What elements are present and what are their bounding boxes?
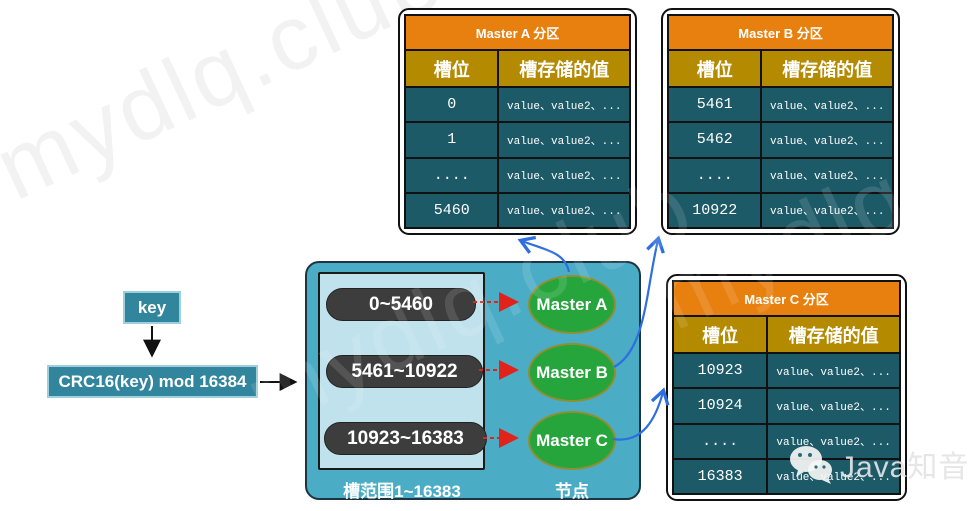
slot-range-pill: 0~5460 — [326, 288, 476, 321]
slot-cell: 5462 — [669, 123, 761, 157]
slot-cell: .... — [669, 158, 761, 192]
value-cell: value、value2、... — [499, 193, 629, 227]
value-cell: value、value2、... — [762, 123, 892, 157]
slot-range-caption: 槽范围1~16383 — [343, 482, 461, 501]
value-cell: value、value2、... — [499, 158, 629, 192]
slot-ranges-panel: 0~5460 5461~10922 10923~16383 — [318, 272, 487, 470]
column-header-values: 槽存储的值 — [499, 51, 629, 86]
slot-cell: 5460 — [406, 193, 498, 227]
key-box: key — [123, 291, 181, 324]
column-header-slot: 槽位 — [674, 317, 767, 352]
master-c-partition-table: Master C 分区 槽位 槽存储的值 10923 value、value2、… — [666, 274, 907, 501]
column-header-slot: 槽位 — [406, 51, 498, 86]
master-b-partition-table: Master B 分区 槽位 槽存储的值 5461 value、value2、.… — [661, 8, 900, 235]
value-cell: value、value2、... — [768, 354, 899, 388]
column-header-slot: 槽位 — [669, 51, 761, 86]
slot-range-pill: 5461~10922 — [326, 355, 483, 388]
column-header-values: 槽存储的值 — [768, 317, 899, 352]
slot-range-pill: 10923~16383 — [324, 422, 487, 455]
slot-cell: 5461 — [669, 88, 761, 122]
table-title: Master B 分区 — [669, 16, 892, 49]
slot-cell: 10924 — [674, 389, 767, 423]
master-a-partition-table: Master A 分区 槽位 槽存储的值 0 value、value2、... … — [398, 8, 637, 235]
crc16-formula-box: CRC16(key) mod 16384 — [47, 365, 258, 398]
slot-cell: .... — [674, 424, 767, 458]
value-cell: value、value2、... — [762, 88, 892, 122]
value-cell: value、value2、... — [762, 193, 892, 227]
slot-cell: 1 — [406, 123, 498, 157]
crc16-formula-label: CRC16(key) mod 16384 — [58, 371, 247, 391]
slot-cell: .... — [406, 158, 498, 192]
value-cell: value、value2、... — [768, 459, 899, 493]
table-title: Master C 分区 — [674, 282, 899, 315]
value-cell: value、value2、... — [768, 389, 899, 423]
site-watermark: mydlq.club — [0, 0, 459, 220]
slot-cell: 0 — [406, 88, 498, 122]
value-cell: value、value2、... — [499, 123, 629, 157]
value-cell: value、value2、... — [499, 88, 629, 122]
value-cell: value、value2、... — [768, 424, 899, 458]
master-b-node: Master B — [528, 343, 616, 402]
table-title: Master A 分区 — [406, 16, 629, 49]
master-a-node: Master A — [528, 275, 616, 334]
nodes-caption: 节点 — [555, 482, 589, 501]
master-c-node: Master C — [528, 411, 616, 470]
slot-cell: 10923 — [674, 354, 767, 388]
value-cell: value、value2、... — [762, 158, 892, 192]
slot-cell: 16383 — [674, 459, 767, 493]
column-header-values: 槽存储的值 — [762, 51, 892, 86]
slot-cell: 10922 — [669, 193, 761, 227]
cluster-box: 0~5460 5461~10922 10923~16383 Master A M… — [305, 261, 641, 501]
key-label: key — [137, 297, 167, 317]
